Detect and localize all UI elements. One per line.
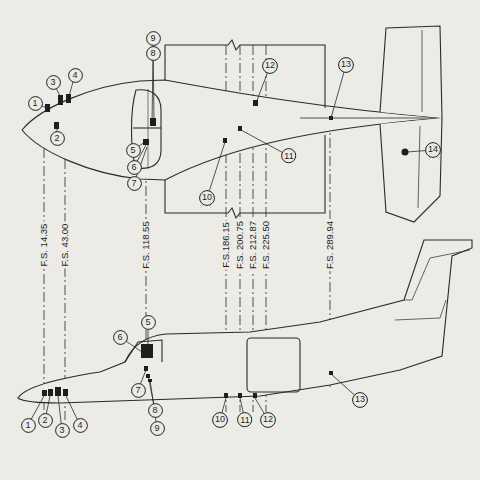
callout-number: 12 [265,61,275,70]
component-marks [42,94,409,398]
callout-circle: 2 [50,131,65,146]
leader-lines [28,38,433,430]
callout-circle: 8 [148,403,163,418]
callout-circle: 1 [21,418,36,433]
callout-number: 13 [355,395,365,404]
station-label: F.S. 200.75 [234,219,246,271]
callout-circle: 7 [131,383,146,398]
callout-number: 6 [131,163,136,172]
callout-circle: 10 [212,412,228,428]
callout-circle: 11 [281,148,296,163]
callout-circle: 11 [237,412,252,427]
station-label: F.S. 212.87 [247,219,259,271]
callout-number: 1 [32,99,37,108]
callout-circle: 4 [68,68,83,83]
station-label: F.S. 289.94 [324,219,336,271]
callout-circle: 5 [126,143,141,158]
callout-number: 11 [240,416,249,425]
callout-circle: 9 [146,31,161,46]
callout-circle: 6 [127,160,142,175]
callout-number: 2 [42,416,47,425]
callout-number: 5 [145,318,150,327]
callout-number: 3 [50,78,55,87]
callout-number: 7 [131,179,136,188]
callout-number: 2 [54,134,59,143]
callout-circle: 8 [146,46,161,61]
callout-number: 5 [130,146,135,155]
callout-number: 6 [117,333,122,342]
callout-circle: 14 [425,142,441,158]
callout-circle: 1 [28,96,43,111]
callout-circle: 5 [141,315,156,330]
callout-number: 4 [72,71,77,80]
callout-circle: 7 [127,176,142,191]
station-label: F.S.186.15 [220,220,232,269]
callout-number: 8 [152,406,157,415]
callout-circle: 3 [46,75,61,90]
callout-circle: 13 [338,57,354,73]
callout-circle: 2 [38,413,53,428]
callout-number: 10 [215,415,225,424]
callout-number: 13 [341,60,351,69]
station-label: F.S. 225.50 [260,219,272,271]
callout-number: 4 [77,421,82,430]
callout-number: 1 [25,421,30,430]
callout-number: 10 [202,193,212,202]
callout-circle: 12 [260,412,276,428]
callout-number: 8 [150,49,155,58]
callout-circle: 4 [73,418,88,433]
callout-number: 7 [135,386,140,395]
callout-circle: 6 [113,330,128,345]
callout-circle: 13 [352,392,368,408]
callout-number: 3 [59,426,64,435]
station-label: F.S. 43.00 [59,222,71,269]
callout-circle: 10 [199,190,215,206]
callout-circle: 9 [150,421,165,436]
callout-number: 11 [284,152,293,161]
station-label: F.S. 14.35 [38,222,50,269]
callout-number: 9 [154,424,159,433]
callout-number: 12 [263,415,273,424]
callout-circle: 3 [55,423,70,438]
callout-number: 9 [150,34,155,43]
callout-number: 14 [428,145,438,154]
callout-circle: 12 [262,58,278,74]
station-label: F.S. 118.55 [140,219,152,270]
